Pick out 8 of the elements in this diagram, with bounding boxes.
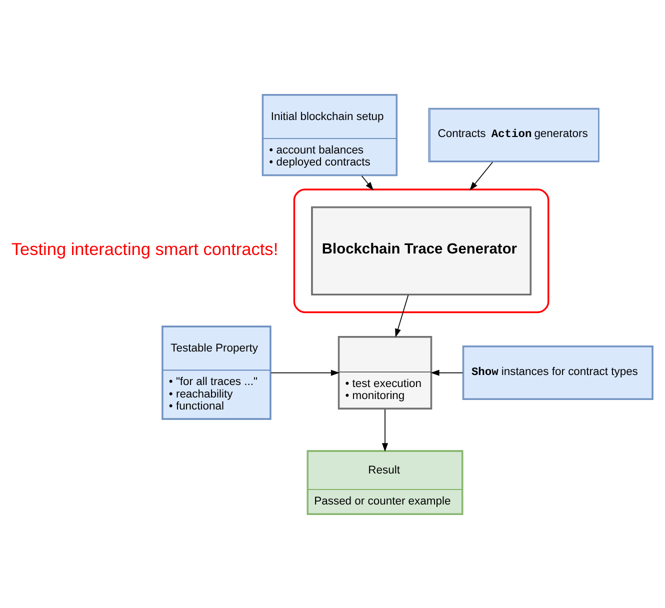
- arrow: [430, 369, 464, 376]
- arrow: [270, 369, 340, 376]
- arrow: [395, 294, 409, 337]
- cluster: [293, 188, 550, 313]
- label: Testing interacting smart contracts!: [11, 238, 278, 259]
- arrow: [382, 408, 388, 452]
- arrow: [361, 174, 374, 190]
- arrow: [470, 161, 494, 190]
